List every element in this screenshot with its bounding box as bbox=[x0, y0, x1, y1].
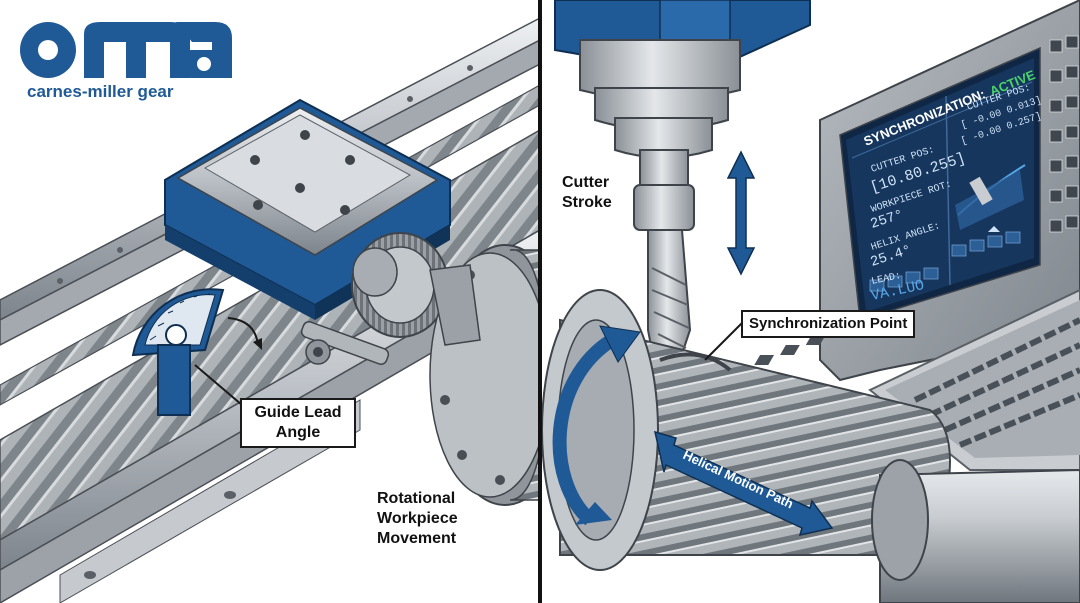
drive-gear bbox=[351, 232, 449, 338]
rotational-movement-label: Rotational Workpiece Movement bbox=[377, 489, 458, 549]
cutter-stroke-arrow bbox=[726, 150, 756, 276]
guide-lead-leader bbox=[194, 364, 243, 406]
panel-divider bbox=[538, 0, 542, 603]
cnc-monitor: SYNCHRONIZATION: ACTIVE CUTTER POS: [10.… bbox=[819, 0, 1080, 382]
spindle-head bbox=[554, 0, 811, 159]
follower-lever bbox=[300, 321, 390, 365]
logo-tagline: carnes-miller gear bbox=[27, 82, 174, 101]
cutter-tool bbox=[633, 149, 695, 373]
rotary-chuck bbox=[429, 244, 538, 506]
cutter-stroke-label: Cutter Stroke bbox=[562, 173, 612, 213]
company-logo bbox=[20, 22, 232, 78]
rotational-line-1: Rotational bbox=[377, 490, 456, 507]
rotational-line-3: Movement bbox=[377, 530, 457, 547]
sync-point-leader bbox=[704, 322, 743, 361]
cutter-stroke-line-1: Cutter bbox=[562, 174, 610, 191]
synchronization-point-label: Synchronization Point bbox=[741, 310, 916, 338]
guide-lead-angle-label: Guide Lead Angle bbox=[240, 398, 356, 448]
lead-angle-protractor bbox=[131, 288, 262, 416]
rotational-line-2: Workpiece bbox=[377, 510, 458, 527]
rotation-arrow bbox=[552, 325, 641, 526]
threaded-workpiece-left bbox=[509, 249, 538, 501]
cutter-stroke-line-2: Stroke bbox=[562, 194, 612, 211]
